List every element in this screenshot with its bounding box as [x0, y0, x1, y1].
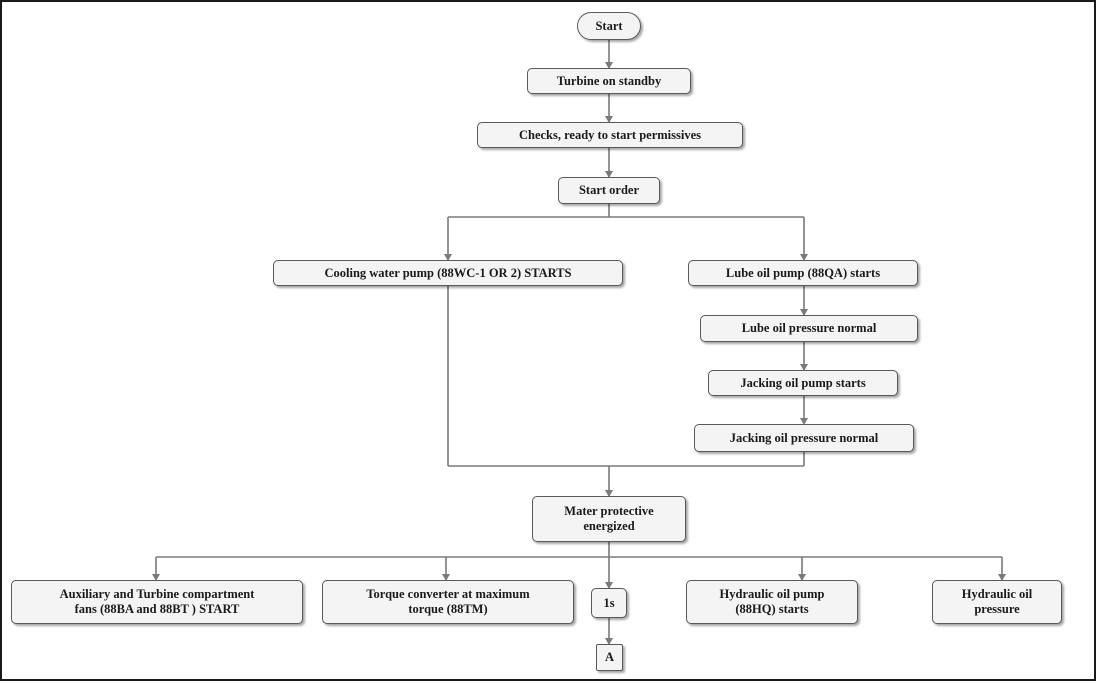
checks-permissives-node: Checks, ready to start permissives [477, 122, 743, 148]
lube-oil-pump-node: Lube oil pump (88QA) starts [688, 260, 918, 286]
auxiliary-fans-node: Auxiliary and Turbine compartment fans (… [11, 580, 303, 624]
connector-a-node: A [596, 644, 623, 671]
cooling-water-pump-node: Cooling water pump (88WC-1 OR 2) STARTS [273, 260, 623, 286]
jacking-oil-pressure-node: Jacking oil pressure normal [694, 424, 914, 452]
hydraulic-oil-pressure-node: Hydraulic oil pressure [932, 580, 1062, 624]
master-protective-node: Mater protective energized [532, 496, 686, 542]
hydraulic-oil-pump-node: Hydraulic oil pump (88HQ) starts [686, 580, 858, 624]
jacking-oil-pump-node: Jacking oil pump starts [708, 370, 898, 396]
torque-converter-node: Torque converter at maximum torque (88TM… [322, 580, 574, 624]
delay-1s-node: 1s [591, 588, 627, 618]
lube-oil-pressure-node: Lube oil pressure normal [700, 315, 918, 342]
start-order-node: Start order [558, 177, 660, 204]
start-node: Start [577, 12, 641, 40]
turbine-standby-node: Turbine on standby [527, 68, 691, 94]
